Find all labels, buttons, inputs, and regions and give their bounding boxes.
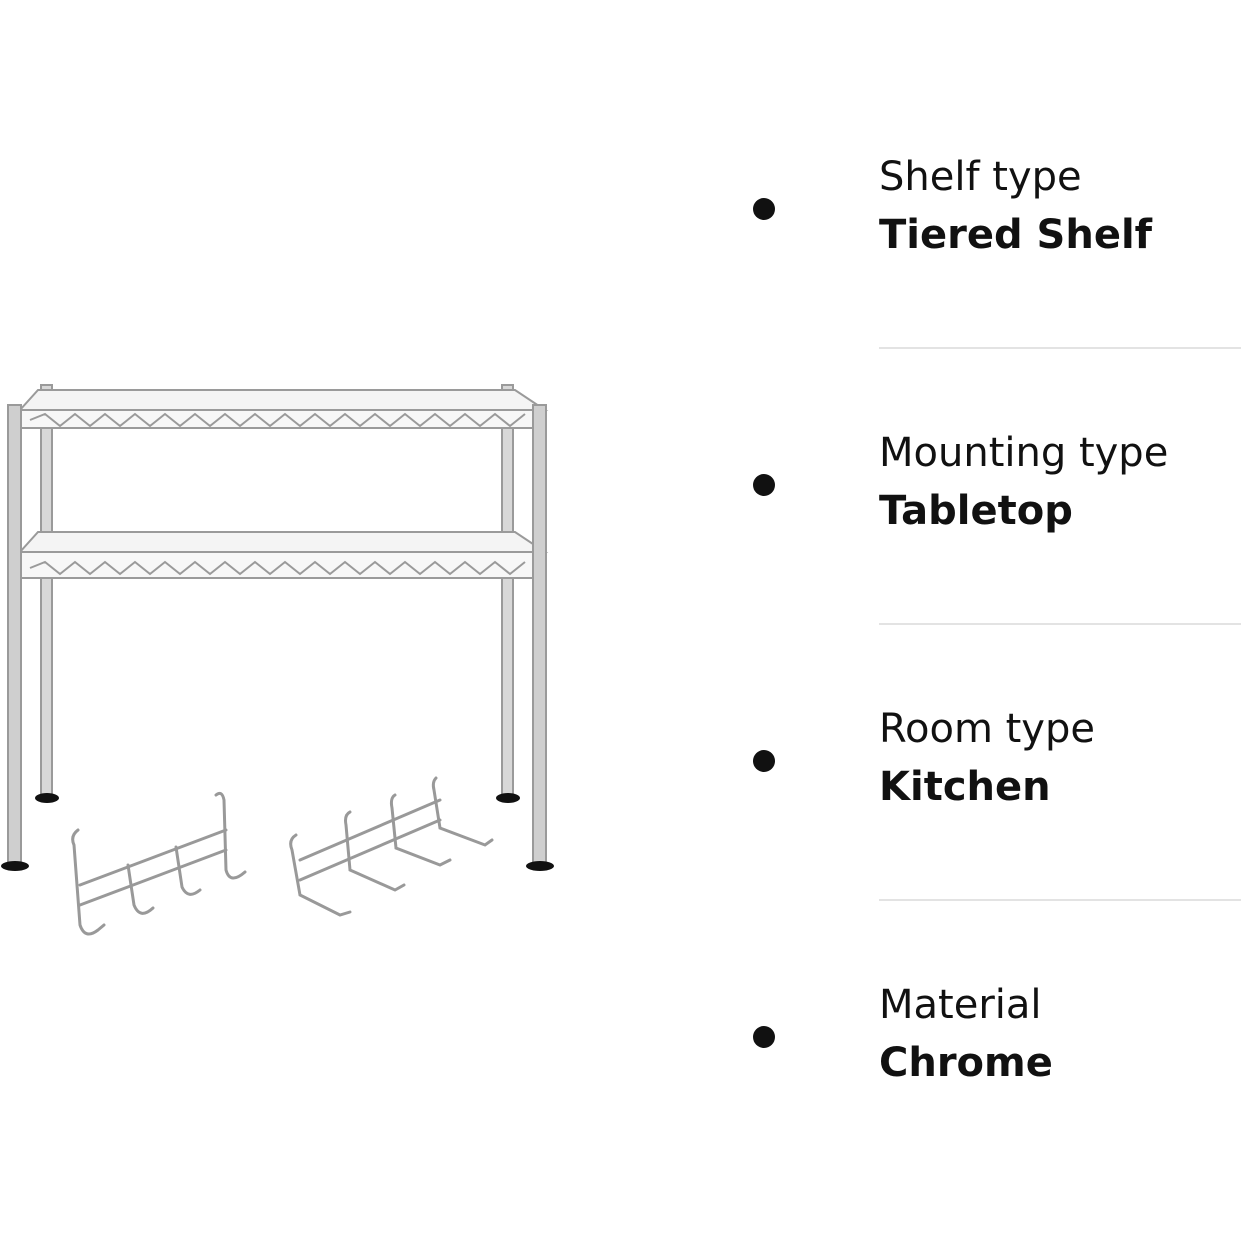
spec-shelf-type: Shelf type Tiered Shelf xyxy=(750,140,1241,416)
spec-label: Material xyxy=(879,982,1042,1028)
spec-value: Tiered Shelf xyxy=(879,212,1153,258)
divider xyxy=(879,623,1241,625)
divider xyxy=(879,899,1241,901)
spec-value: Kitchen xyxy=(879,764,1051,810)
bullet-icon xyxy=(753,750,775,772)
spec-mounting-type: Mounting type Tabletop xyxy=(750,416,1241,692)
bullet-icon xyxy=(753,1026,775,1048)
spec-material: Material Chrome xyxy=(750,968,1241,1244)
spec-label: Room type xyxy=(879,706,1095,752)
spec-value: Chrome xyxy=(879,1040,1053,1086)
bullet-icon xyxy=(753,198,775,220)
spec-room-type: Room type Kitchen xyxy=(750,692,1241,968)
bullet-icon xyxy=(753,474,775,496)
spec-value: Tabletop xyxy=(879,488,1073,534)
product-image-shelf-with-hooks xyxy=(1,384,554,936)
spec-label: Mounting type xyxy=(879,430,1169,476)
spec-label: Shelf type xyxy=(879,154,1082,200)
divider xyxy=(879,347,1241,349)
